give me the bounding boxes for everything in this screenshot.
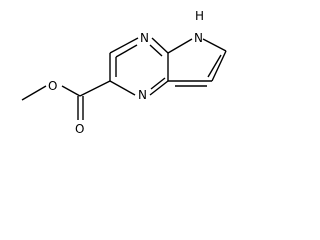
bond-pyrrole-c-c-double: [207, 54, 222, 78]
bond-ring-n1-c2-double: [115, 44, 138, 58]
atom-n-top: N: [140, 31, 149, 45]
atom-n-bottom: N: [138, 88, 147, 102]
bond-ring-n1-c2: [109, 37, 139, 54]
bond-pyrrole-c6-nh: [167, 38, 193, 54]
atom-h: H: [195, 9, 204, 23]
bond-ring-c6-n1: [151, 37, 169, 54]
bond-carbonyl-oester: [61, 85, 81, 97]
chemical-structure-diagram: N H N N O O: [21, 9, 227, 136]
structure-canvas: N H N N O O: [0, 0, 242, 142]
atom-n-pyrrole: N: [194, 31, 203, 45]
atom-o-ester: O: [48, 79, 57, 93]
bond-oester-methyl: [21, 85, 47, 101]
bond-ring-c3-n4: [109, 80, 136, 96]
bond-ring-n4-c5: [149, 80, 169, 96]
bond-pyrrole-nh-c: [202, 38, 227, 52]
bond-ring-n4-c5-double: [150, 77, 166, 90]
bond-pyrrole-c-c: [211, 50, 227, 82]
atom-o-carbonyl: O: [75, 122, 84, 136]
bond-ring-to-carbonyl: [79, 80, 111, 97]
bond-ring-c6-n1-double: [149, 44, 163, 57]
